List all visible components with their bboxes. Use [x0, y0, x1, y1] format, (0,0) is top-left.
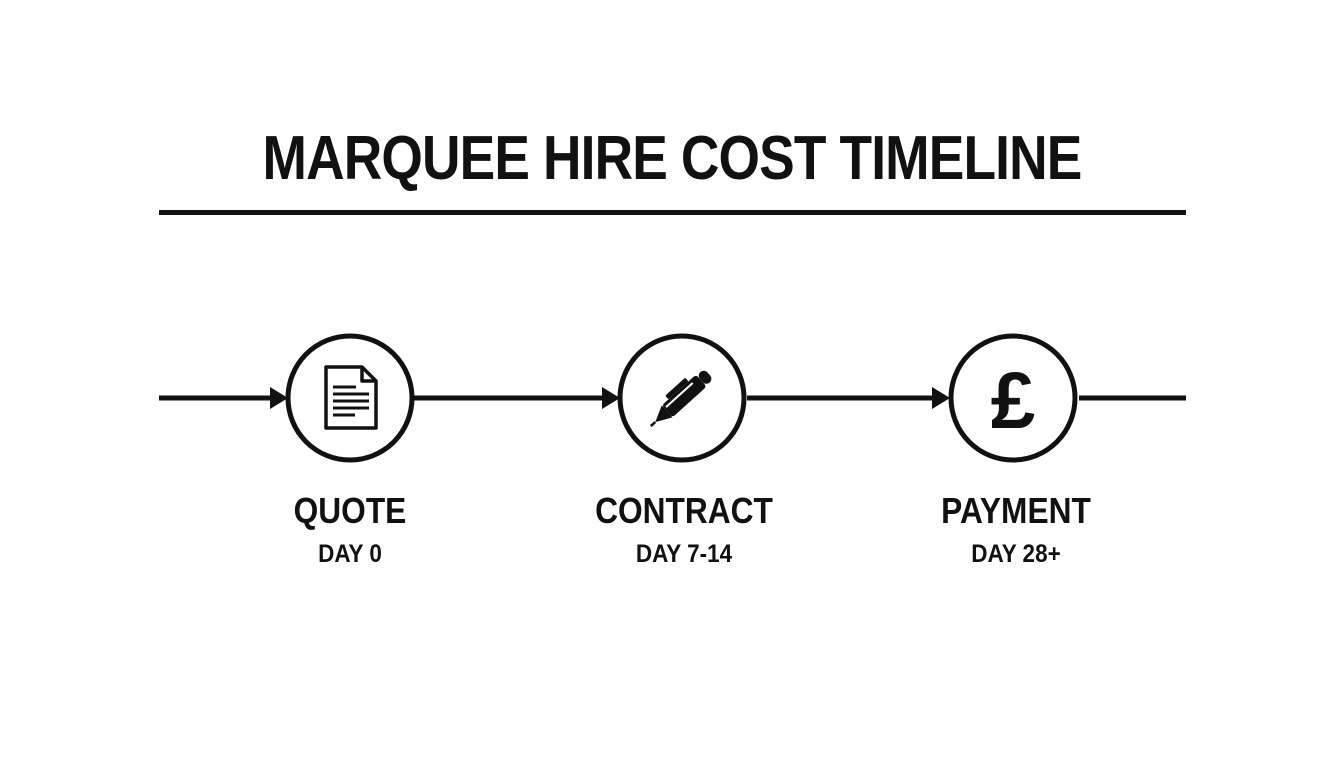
pound-icon: £ [991, 356, 1036, 445]
step-name-contract: CONTRACT [595, 490, 773, 531]
arrow-head-2 [602, 387, 620, 409]
document-icon [324, 365, 378, 430]
step-node-payment: £ [948, 333, 1078, 463]
arrow-head-1 [270, 387, 288, 409]
pen-icon [649, 370, 712, 428]
step-day-quote: DAY 0 [318, 540, 382, 568]
step-node-quote [285, 333, 415, 463]
step-day-payment: DAY 28+ [971, 540, 1061, 568]
step-name-payment: PAYMENT [941, 490, 1091, 531]
step-name-quote: QUOTE [293, 490, 407, 531]
step-node-contract [617, 333, 747, 463]
arrow-head-3 [932, 387, 950, 409]
diagram-title: MARQUEE HIRE COST TIMELINE [262, 124, 1083, 193]
step-day-contract: DAY 7-14 [635, 540, 733, 568]
step-circle-payment [948, 333, 1078, 463]
title-divider [159, 210, 1186, 215]
